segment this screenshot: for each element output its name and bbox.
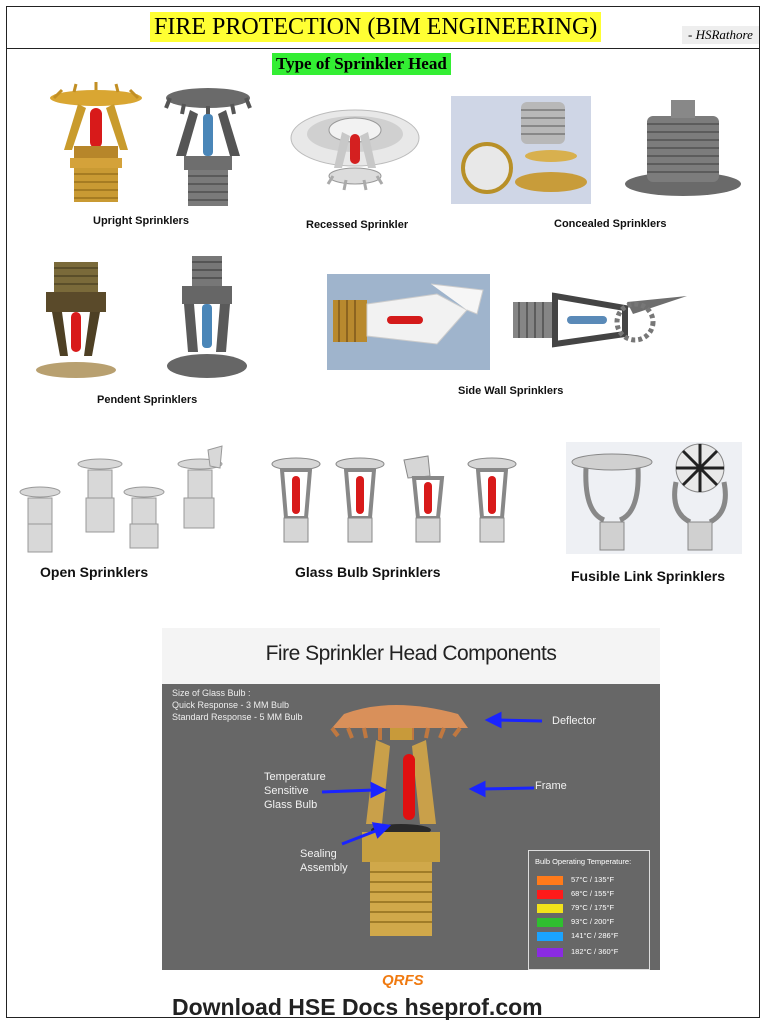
temp-row: 79°C / 175°F bbox=[537, 903, 614, 913]
brass-upright-sprinkler bbox=[50, 82, 142, 202]
temp-swatch-yellow bbox=[537, 903, 563, 913]
label-temperature-sensitive-bulb: Temperature Sensitive Glass Bulb bbox=[264, 771, 326, 811]
caption-open: Open Sprinklers bbox=[40, 564, 149, 580]
label-deflector: Deflector bbox=[552, 715, 597, 727]
sprinkler-illustration bbox=[330, 705, 468, 936]
temp-swatch-purple bbox=[537, 947, 563, 957]
temp-row: 93°C / 200°F bbox=[537, 917, 614, 927]
callout-arrows bbox=[321, 711, 543, 846]
concealed-sprinkler-image bbox=[461, 100, 741, 196]
temp-swatch-red bbox=[537, 889, 563, 899]
open-sprinkler-image bbox=[19, 445, 223, 553]
caption-sidewall: Side Wall Sprinklers bbox=[458, 385, 564, 397]
caption-pendent: Pendent Sprinklers bbox=[97, 394, 198, 406]
label-frame: Frame bbox=[535, 780, 567, 792]
recessed-sprinkler-image bbox=[290, 109, 420, 191]
temp-row: 182°C / 360°F bbox=[537, 947, 618, 957]
fusible-link-sprinkler-image bbox=[571, 443, 728, 551]
sprinkler-diagram bbox=[321, 705, 543, 936]
caption-fusible-link: Fusible Link Sprinklers bbox=[571, 568, 726, 584]
page-border bbox=[6, 6, 760, 1018]
footer-download-text: Download HSE Docs hseprof.com bbox=[172, 994, 543, 1020]
temp-row: 57°C / 135°F bbox=[537, 875, 614, 885]
bulb-size-note-quick: Quick Response - 3 MM Bulb bbox=[172, 700, 290, 710]
caption-recessed: Recessed Sprinkler bbox=[306, 219, 409, 231]
components-panel: Size of Glass Bulb : Quick Response - 3 … bbox=[162, 684, 660, 970]
caption-glass-bulb: Glass Bulb Sprinklers bbox=[295, 564, 441, 580]
temp-swatch-green bbox=[537, 917, 563, 927]
bulb-size-note-standard: Standard Response - 5 MM Bulb bbox=[172, 712, 303, 722]
page-title: FIRE PROTECTION (BIM ENGINEERING) bbox=[150, 12, 602, 42]
label-sealing-assembly: Sealing Assembly bbox=[300, 848, 348, 874]
caption-upright: Upright Sprinklers bbox=[93, 215, 189, 227]
caption-concealed: Concealed Sprinklers bbox=[554, 218, 667, 230]
bronze-pendent-sprinkler bbox=[36, 262, 116, 378]
components-infographic: Fire Sprinkler Head Components Size of G… bbox=[162, 628, 660, 970]
gray-pendent-sprinkler bbox=[167, 256, 247, 378]
glass-bulb-sprinkler-image bbox=[271, 455, 517, 543]
header-rule bbox=[6, 48, 760, 49]
sidewall-sprinkler-image bbox=[333, 283, 687, 348]
qrfs-logo: QRFS bbox=[382, 972, 424, 989]
bulb-temperature-legend: Bulb Operating Temperature: 57°C / 135°F… bbox=[528, 850, 650, 970]
components-title: Fire Sprinkler Head Components bbox=[265, 642, 557, 665]
temp-row: 141°C / 286°F bbox=[537, 931, 618, 941]
gray-upright-sprinkler bbox=[164, 88, 252, 206]
bulb-size-note-heading: Size of Glass Bulb : bbox=[172, 688, 251, 698]
author-tag: - HSRathore bbox=[682, 26, 759, 44]
temp-legend-title: Bulb Operating Temperature: bbox=[535, 857, 632, 866]
section-subtitle: Type of Sprinkler Head bbox=[272, 53, 451, 75]
temp-swatch-orange bbox=[537, 875, 563, 885]
temp-swatch-blue bbox=[537, 931, 563, 941]
pendent-sprinkler-image bbox=[36, 256, 247, 378]
upright-sprinkler-image bbox=[50, 82, 252, 206]
temp-row: 68°C / 155°F bbox=[537, 889, 614, 899]
